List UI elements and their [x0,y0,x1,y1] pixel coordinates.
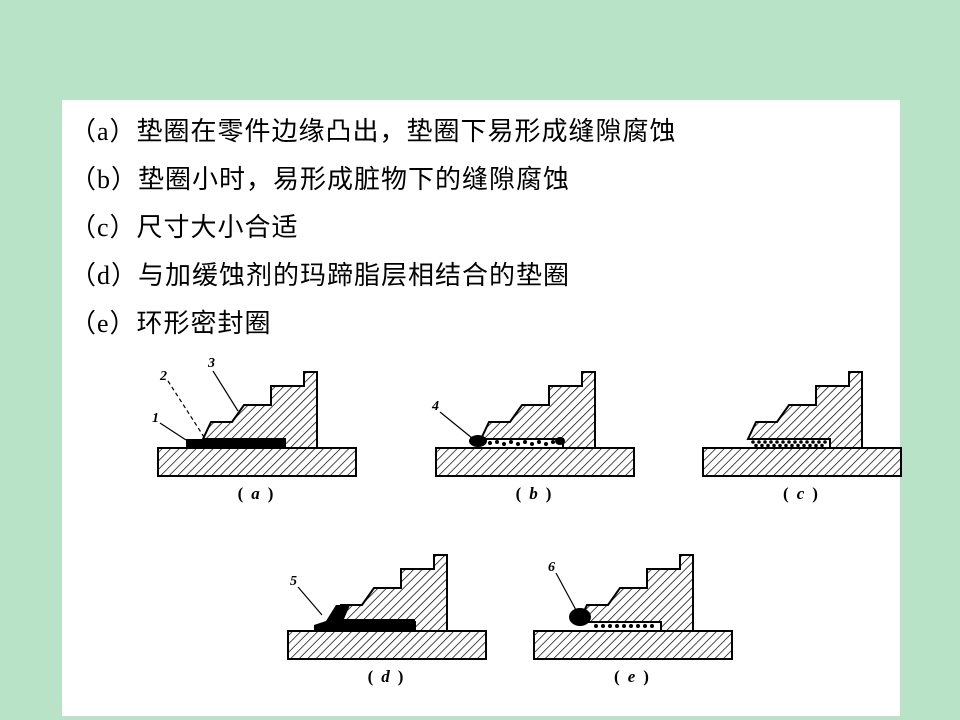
leader-line-3 [212,370,239,412]
leader-line-5 [297,586,323,616]
figure-d-caption: ( d) [280,667,492,687]
caption-paren-close: ) [545,484,553,503]
dirt-blob [469,435,487,447]
callout-5: 5 [290,574,297,589]
caption-paren-open: ( [515,484,523,503]
base-plate [702,447,902,477]
mastic-washer-layer [314,605,415,631]
figure-d: 5 ( d) [280,533,492,687]
figure-b-caption: ( b) [428,484,640,504]
caption-letter: c [796,484,806,503]
callout-3: 3 [207,356,215,371]
figure-e-caption: ( e) [526,667,738,687]
clamped-part [201,371,318,449]
caption-line-a: （a）垫圈在零件边缘凸出，垫圈下易形成缝隙腐蚀 [70,117,677,146]
small-washer-dots [488,440,555,446]
figure-c-drawing [702,371,902,477]
figure-d-drawing: 5 [287,554,487,660]
caption-paren-close: ) [397,667,405,686]
figure-c: ( c) [695,350,907,504]
dirt-blob-right [555,437,565,445]
caption-letter: d [381,667,391,686]
callout-1: 1 [152,411,159,426]
figure-a-drawing: 1 2 3 [152,356,357,477]
figure-b-drawing: 4 [431,371,635,477]
protruding-washer [186,439,286,448]
callout-6: 6 [548,560,555,575]
callout-2: 2 [159,369,167,384]
caption-paren-close: ) [812,484,819,503]
caption-line-d: （d）与加缓蚀剂的玛蹄脂层相结合的垫圈 [70,261,571,290]
caption-line-e: （e）环形密封圈 [70,309,272,338]
caption-paren-open: ( [783,484,790,503]
caption-letter: a [251,484,261,503]
caption-paren-open: ( [614,667,621,686]
seal-band-dots [594,624,654,628]
leader-line-6 [555,572,577,611]
clamped-part [577,554,694,632]
caption-letter: e [627,667,637,686]
ring-seal [569,608,591,626]
clamped-part [479,371,596,449]
figure-e: 6 ( e) [526,533,738,687]
base-plate [533,630,733,660]
leader-line-4 [439,411,473,439]
figure-e-drawing: 6 [533,554,733,660]
base-plate [157,447,357,477]
slide-panel: （a）垫圈在零件边缘凸出，垫圈下易形成缝隙腐蚀 （b）垫圈小时，易形成脏物下的缝… [62,100,902,716]
caption-paren-close: ) [267,484,275,503]
caption-line-c: （c）尺寸大小合适 [70,213,299,242]
caption-paren-open: ( [367,667,375,686]
figure-c-caption: ( c) [695,484,907,504]
leader-line-1 [159,422,187,441]
clamped-part [746,371,863,449]
caption-letter: b [529,484,539,503]
caption-paren-close: ) [643,667,650,686]
figure-a-caption: ( a) [150,484,362,504]
caption-line-b: （b）垫圈小时，易形成脏物下的缝隙腐蚀 [70,165,571,194]
fitted-washer-dots [751,440,827,448]
base-plate [287,630,487,660]
figure-b: 4 ( b) [428,350,640,504]
figure-a: 1 2 3 ( a) [150,350,362,504]
caption-paren-open: ( [237,484,245,503]
caption-list: （a）垫圈在零件边缘凸出，垫圈下易形成缝隙腐蚀 （b）垫圈小时，易形成脏物下的缝… [70,108,677,348]
leader-line-2 [167,380,205,438]
callout-4: 4 [431,399,439,414]
base-plate [435,447,635,477]
